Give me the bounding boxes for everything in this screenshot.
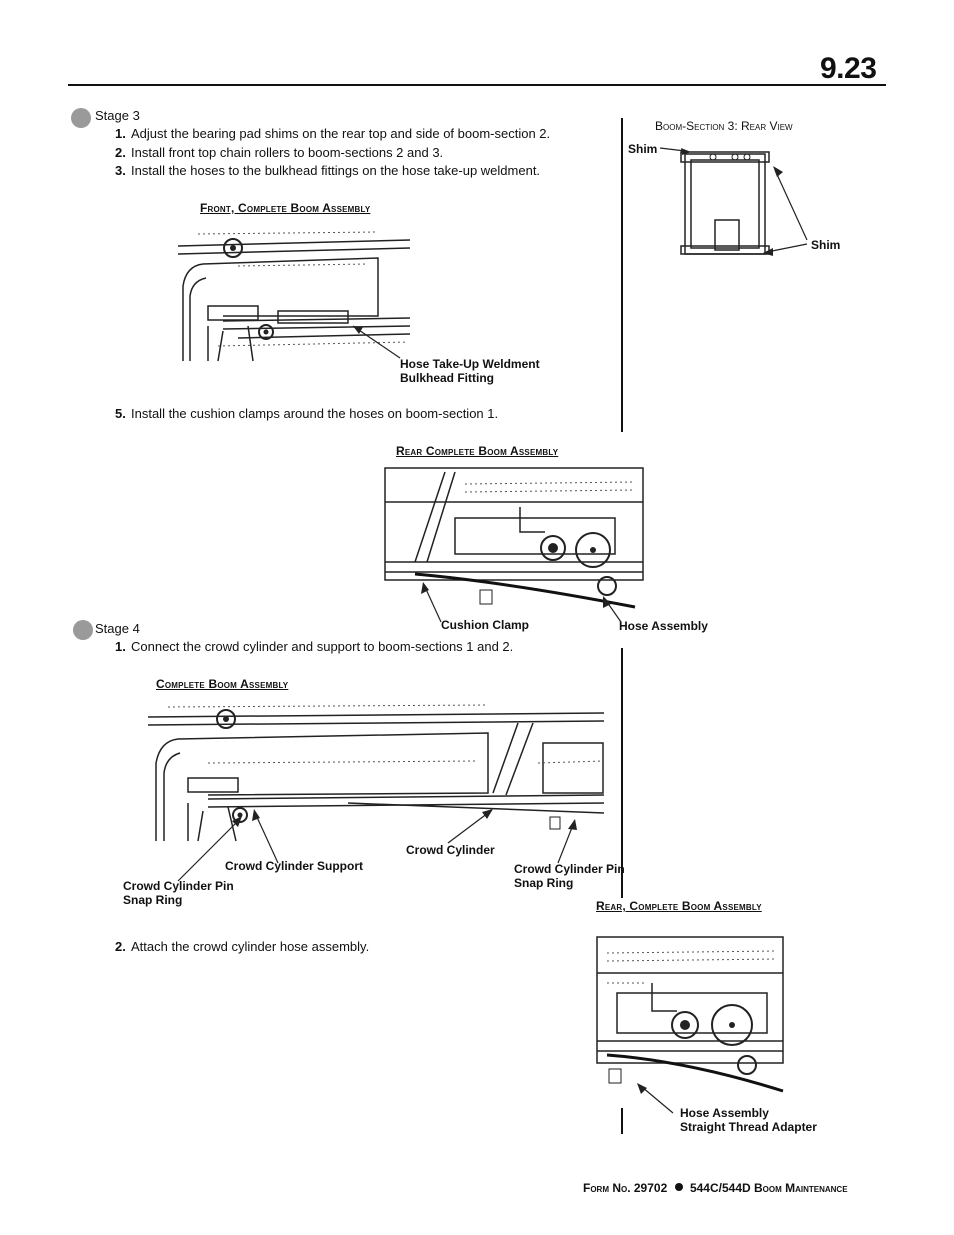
stage3-bullet-icon — [71, 108, 91, 128]
fig-front-label: Hose Take-Up Weldment Bulkhead Fitting — [400, 357, 540, 385]
header-rule — [68, 84, 886, 86]
fig-complete-label-pin-right: Crowd Cylinder Pin Snap Ring — [514, 862, 625, 890]
column-divider-middle — [621, 648, 623, 898]
fig-complete-label-cylinder: Crowd Cylinder — [406, 843, 495, 857]
fig-rearview-label-shim-left: Shim — [628, 142, 658, 156]
fig-rear-drawing — [384, 467, 644, 623]
footer-title: 544C/544D Boom Maintenance — [689, 1181, 848, 1195]
fig-rearview-caption: Boom-Section 3: Rear View — [655, 119, 793, 133]
column-divider-lower — [621, 1108, 623, 1134]
fig-complete-label-pin-left: Crowd Cylinder Pin Snap Ring — [123, 879, 234, 907]
stage4-label: Stage 4 — [95, 621, 140, 636]
fig-front-caption: Front, Complete Boom Assembly — [200, 201, 371, 215]
fig-front-drawing — [177, 231, 411, 362]
footer-bullet-icon — [674, 1183, 683, 1191]
stage4-step-2: 2.Attach the crowd cylinder hose assembl… — [115, 939, 370, 954]
fig-rear2-drawing — [596, 936, 784, 1114]
footer: Form No. 29702 544C/544D Boom Maintenanc… — [583, 1181, 848, 1195]
fig-rear-label-clamp: Cushion Clamp — [441, 618, 530, 632]
stage3-step-1: 1.Adjust the bearing pad shims on the re… — [115, 126, 551, 141]
footer-form-number: Form No. 29702 — [583, 1181, 668, 1195]
fig-complete-caption: Complete Boom Assembly — [156, 677, 289, 691]
stage4-step-1: 1.Connect the crowd cylinder and support… — [115, 639, 514, 654]
fig-rear-label-hose: Hose Assembly — [619, 619, 708, 633]
stage3-label: Stage 3 — [95, 108, 140, 123]
fig-rearview-label-shim-right: Shim — [811, 238, 841, 252]
fig-rear2-label: Hose Assembly Straight Thread Adapter — [680, 1106, 817, 1134]
fig-complete-label-support: Crowd Cylinder Support — [225, 859, 363, 873]
page-number: 9.23 — [820, 52, 877, 85]
stage3-step-5: 5.Install the cushion clamps around the … — [115, 406, 499, 421]
fig-complete-drawing — [147, 704, 605, 882]
stage3-step-3: 3.Install the hoses to the bulkhead fitt… — [115, 163, 541, 178]
fig-rear2-caption: Rear, Complete Boom Assembly — [596, 899, 762, 913]
stage3-step-2: 2.Install front top chain rollers to boo… — [115, 145, 444, 160]
column-divider-upper — [621, 118, 623, 432]
fig-rearview-drawing — [659, 147, 808, 256]
fig-rear-caption: Rear Complete Boom Assembly — [396, 444, 559, 458]
stage4-bullet-icon — [73, 620, 93, 640]
